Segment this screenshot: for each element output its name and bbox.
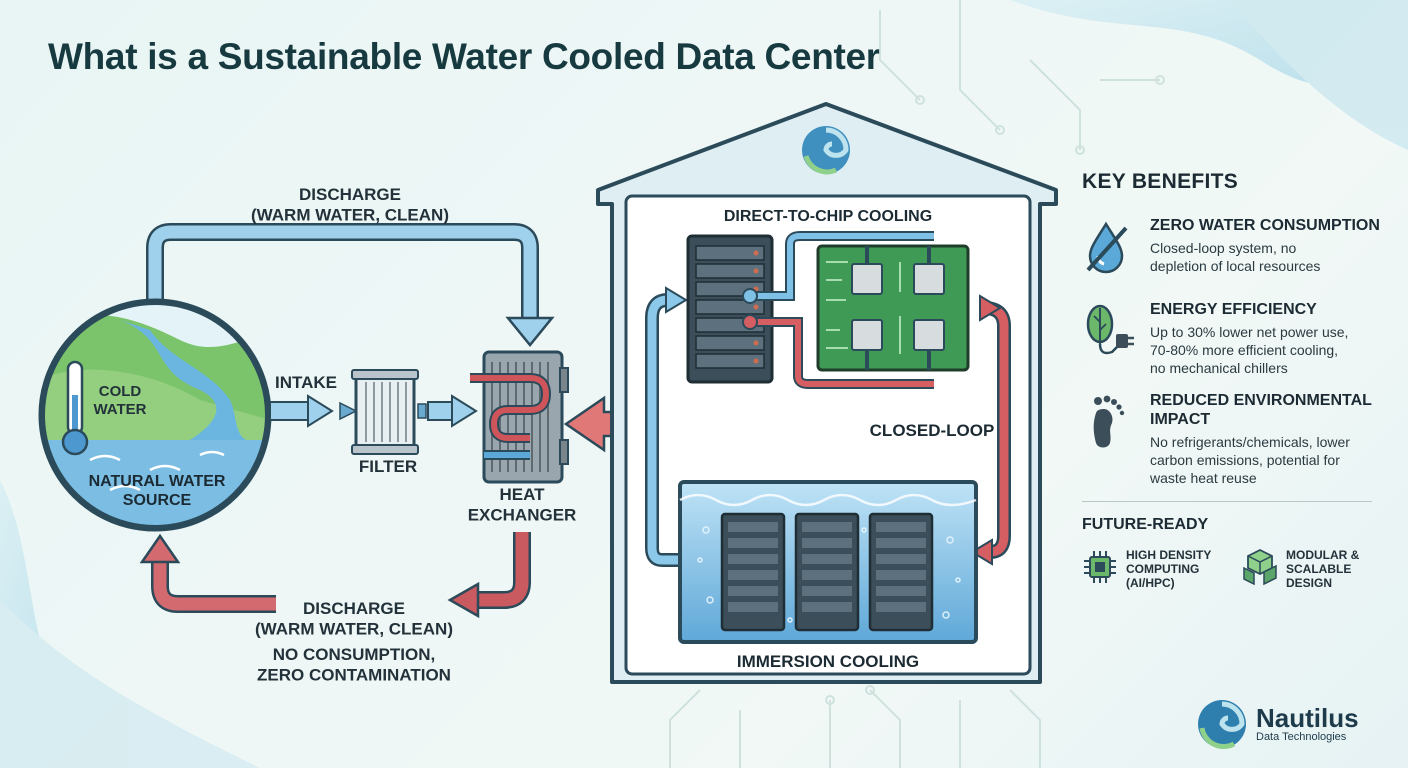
benefit-zero-water: ZERO WATER CONSUMPTION Closed-loop syste… <box>1082 216 1392 286</box>
benefit-title: ZERO WATER CONSUMPTION <box>1150 217 1380 234</box>
benefit-desc: Closed-loop system, no depletion of loca… <box>1150 240 1321 274</box>
bottom-discharge-label: DISCHARGE(WARM WATER, CLEAN) <box>255 599 453 638</box>
future-item-label: HIGH DENSITY COMPUTING (AI/HPC) <box>1126 548 1212 590</box>
brand-subtitle: Data Technologies <box>1256 731 1347 743</box>
benefits-panel: KEY BENEFITS ZERO WATER CONSUMPTION Clos… <box>1082 170 1392 590</box>
circuit-decoration <box>669 0 1165 768</box>
cubes-icon <box>1243 548 1277 586</box>
heat-exchanger-icon <box>470 350 569 484</box>
benefit-title: ENERGY EFFICIENCY <box>1150 301 1317 318</box>
server-rack-icon <box>686 234 774 384</box>
intake-arrow <box>269 394 358 428</box>
chip-cooling-pipes <box>742 231 934 389</box>
filter-label: FILTER <box>359 457 417 476</box>
filter-to-exchanger-arrow <box>417 394 478 428</box>
future-ready-row: HIGH DENSITY COMPUTING (AI/HPC) MODULAR … <box>1082 548 1392 590</box>
top-discharge-label: DISCHARGE(WARM WATER, CLEAN) <box>251 185 449 224</box>
water-drop-slash-icon <box>1086 221 1128 274</box>
closed-loop-label: CLOSED-LOOP <box>870 421 995 440</box>
thermometer-icon <box>61 360 89 456</box>
closed-loop-cool-pipe <box>645 286 688 567</box>
future-item-high-density: HIGH DENSITY COMPUTING (AI/HPC) <box>1082 548 1232 590</box>
return-arrow <box>139 533 276 613</box>
nautilus-logo-icon <box>802 126 850 175</box>
benefits-heading: KEY BENEFITS <box>1082 170 1239 193</box>
future-item-modular: MODULAR & SCALABLE DESIGN <box>1242 548 1392 590</box>
direct-to-chip-label: DIRECT-TO-CHIP COOLING <box>724 208 932 225</box>
intake-label: INTAKE <box>275 373 337 392</box>
benefit-desc: Up to 30% lower net power use, 70-80% mo… <box>1150 324 1349 376</box>
benefit-energy: ENERGY EFFICIENCY Up to 30% lower net po… <box>1082 300 1392 377</box>
immersion-tank-icon <box>678 480 978 644</box>
benefit-title: REDUCED ENVIRONMENTAL IMPACT <box>1150 392 1372 428</box>
nautilus-logo-icon <box>1198 700 1246 750</box>
closed-loop-warm-pipe <box>970 294 1011 566</box>
immersion-label: IMMERSION COOLING <box>737 652 919 671</box>
heat-transfer-label: HEAT TRANSFER <box>659 415 793 432</box>
circuit-board-icon <box>816 244 970 372</box>
bottom-discharge-arrow <box>447 532 531 619</box>
future-item-label: MODULAR & SCALABLE DESIGN <box>1286 548 1360 590</box>
brand-logo: Nautilus Data Technologies <box>1196 698 1359 750</box>
future-ready-heading: FUTURE-READY <box>1082 516 1209 533</box>
benefit-desc: No refrigerants/chemicals, lower carbon … <box>1150 434 1350 486</box>
brand-name: Nautilus <box>1256 703 1359 733</box>
filter-icon <box>351 369 419 455</box>
benefit-environment: REDUCED ENVIRONMENTAL IMPACT No refriger… <box>1082 391 1392 487</box>
top-discharge-pipe <box>146 223 555 347</box>
no-consumption-label: NO CONSUMPTION,ZERO CONTAMINATION <box>257 645 451 684</box>
chip-icon <box>1084 551 1116 583</box>
water-source <box>38 298 272 532</box>
benefits-divider <box>1082 501 1372 502</box>
page-title: What is a Sustainable Water Cooled Data … <box>48 36 880 77</box>
footprint-icon <box>1093 395 1125 448</box>
leaf-plug-icon <box>1086 304 1134 355</box>
